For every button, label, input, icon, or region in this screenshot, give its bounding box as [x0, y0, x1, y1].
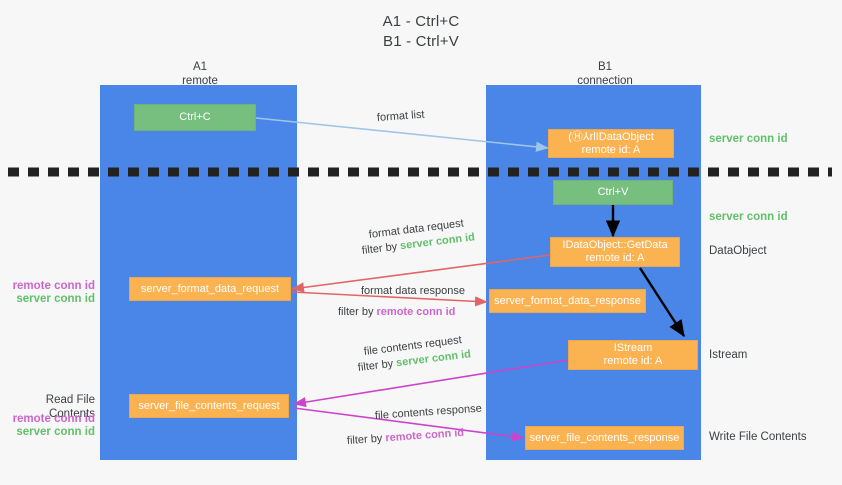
left-label-server-conn-id-2: server conn id [16, 426, 95, 438]
caption-format-data-response: format data response [361, 285, 465, 297]
box-server-format-data-request-label: server_format_data_request [140, 282, 280, 295]
box-istream-line1: IStream [613, 342, 653, 354]
caption-format-list: format list [376, 108, 425, 124]
box-istream[interactable]: IStream remote id: A [568, 340, 698, 370]
column-a1-name: A1 [192, 61, 208, 73]
left-label-remote-conn-id-2: remote conn id [12, 413, 95, 425]
box-server-format-data-response-label: server_format_data_response [494, 294, 641, 307]
box-server-file-contents-request[interactable]: server_file_contents_request [129, 394, 289, 418]
column-header-b1: B1 connection [540, 60, 670, 88]
box-idataobject-line2: remote id: A [581, 143, 641, 156]
box-getdata-line1: IDataObject::GetData [562, 239, 668, 251]
caption-format-data-response-filter: filter by remote conn id [338, 305, 455, 320]
left-label-remote-conn-id-1: remote conn id [12, 280, 95, 292]
box-idataobject[interactable]: (Ⓗ⅄rlIDataObject remote id: A [548, 129, 674, 158]
box-server-file-contents-response-label: server_file_contents_response [529, 431, 680, 444]
caption-file-contents-response: file contents response [374, 402, 483, 422]
filter-prefix: filter by [338, 306, 377, 318]
column-a1-sub: remote [182, 75, 218, 87]
left-label-read-file-contents: Read File Contents [45, 394, 95, 420]
box-ctrl-c[interactable]: Ctrl+C [134, 104, 256, 131]
filter-prefix: filter by [346, 432, 386, 447]
box-idataobject-line1: (Ⓗ⅄rlIDataObject [568, 130, 654, 143]
right-label-write-file-contents: Write File Contents [709, 431, 807, 443]
filter-value-remote-conn-id: remote conn id [384, 426, 465, 445]
box-ctrl-v-line1: Ctrl+V [597, 186, 629, 198]
caption-file-contents-response-filter: filter by remote conn id [346, 426, 465, 449]
box-idataobject-getdata[interactable]: IDataObject::GetData remote id: A [550, 237, 680, 267]
box-server-file-contents-request-label: server_file_contents_request [138, 399, 280, 412]
filter-prefix: filter by [361, 240, 401, 257]
box-server-format-data-request[interactable]: server_format_data_request [129, 277, 291, 301]
filter-value-remote-conn-id: remote conn id [376, 306, 456, 318]
column-b1-name: B1 [597, 61, 613, 73]
box-ctrl-c-line1: Ctrl+C [179, 111, 211, 123]
box-server-format-data-response[interactable]: server_format_data_response [489, 289, 646, 313]
box-ctrl-v[interactable]: Ctrl+V [553, 180, 673, 205]
title-line-1: A1 - Ctrl+C [382, 13, 460, 30]
diagram-title: A1 - Ctrl+C B1 - Ctrl+V [0, 12, 842, 52]
right-label-server-conn-id-mid: server conn id [709, 211, 788, 223]
right-label-server-conn-id-top: server conn id [709, 133, 788, 145]
title-line-2: B1 - Ctrl+V [383, 33, 459, 50]
box-getdata-line2: remote id: A [585, 252, 645, 264]
filter-prefix: filter by [357, 357, 397, 374]
box-istream-line2: remote id: A [603, 355, 663, 367]
column-b1-sub: connection [577, 75, 633, 87]
right-label-istream: Istream [709, 349, 748, 361]
box-server-file-contents-response[interactable]: server_file_contents_response [525, 426, 684, 450]
right-label-dataobject: DataObject [709, 245, 767, 257]
left-label-server-conn-id-1: server conn id [16, 293, 95, 305]
column-header-a1: A1 remote [140, 60, 260, 88]
